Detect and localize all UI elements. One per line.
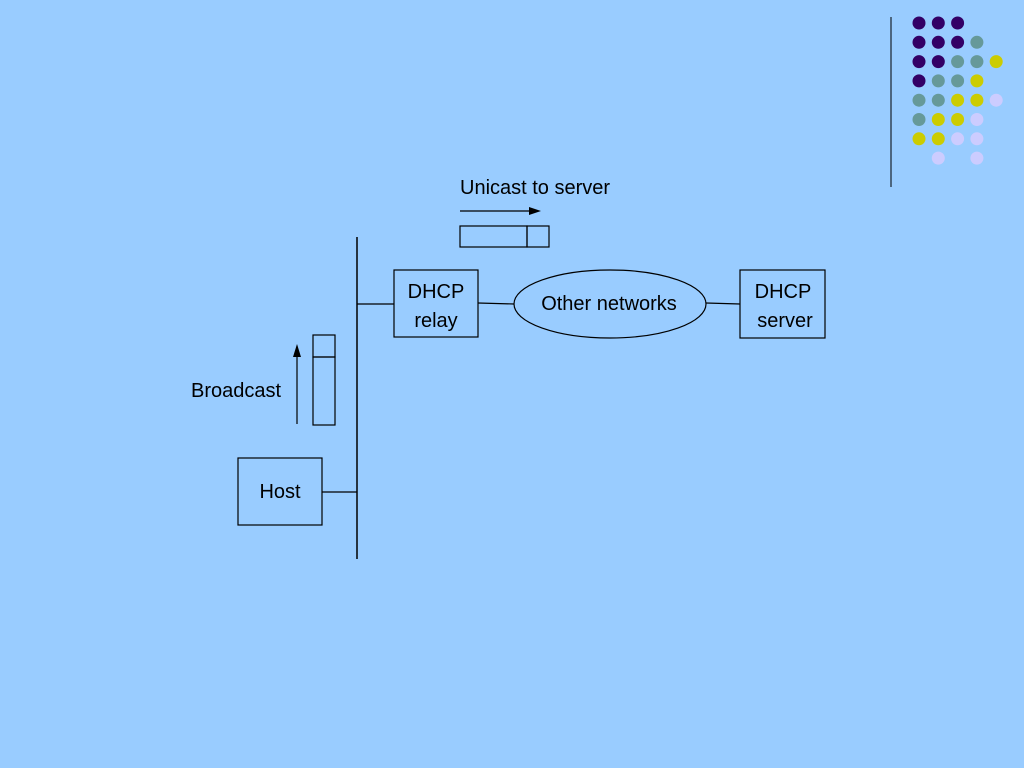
relay-to-networks-link [477, 302, 515, 305]
other-networks-ellipse [513, 269, 707, 339]
dhcp-server-label-line2: server [757, 310, 813, 332]
unicast-label: Unicast to server [460, 177, 610, 199]
decorative-dot [951, 74, 965, 88]
decorative-dot [912, 132, 926, 146]
decorative-dot [912, 113, 926, 126]
decorative-dot [970, 74, 984, 88]
unicast-packet-header [526, 225, 550, 248]
decorative-dot [951, 16, 965, 30]
host-label: Host [259, 481, 301, 503]
decorative-dot [931, 35, 945, 49]
decorative-dot [970, 55, 984, 69]
decorative-dot [931, 93, 945, 107]
networks-to-server-link [705, 302, 741, 305]
unicast-packet-body [459, 225, 528, 248]
decorative-dot [951, 93, 965, 107]
decorative-dot [989, 55, 1003, 69]
broadcast-packet-body [312, 356, 336, 426]
decorative-dot [931, 113, 945, 126]
broadcast-packet-header [312, 334, 336, 358]
broadcast-arrow-head [293, 344, 301, 357]
dhcp-relay-label-line1: DHCP [408, 281, 465, 303]
decorative-dot [912, 93, 926, 107]
decorative-dot [970, 132, 984, 146]
decorative-dot [951, 55, 965, 69]
decorative-dot [931, 74, 945, 88]
decorative-dot-grid [912, 16, 1003, 165]
broadcast-label: Broadcast [191, 380, 281, 402]
decorative-dot [970, 93, 984, 107]
decorative-dot [970, 151, 984, 165]
other-networks-label: Other networks [541, 293, 677, 315]
decorative-dot [931, 151, 945, 165]
decorative-dot [970, 113, 984, 126]
decorative-dot [931, 16, 945, 30]
decorative-dot [931, 132, 945, 146]
dhcp-relay-label-line2: relay [414, 310, 457, 332]
decorative-dot [912, 35, 926, 49]
decorative-dot [989, 93, 1003, 107]
decorative-dot [970, 35, 984, 49]
decorative-dot [951, 132, 965, 146]
decorative-dot [931, 55, 945, 69]
decorative-dot [912, 55, 926, 69]
decorative-dot [951, 113, 965, 126]
dhcp-server-label-line1: DHCP [755, 281, 812, 303]
unicast-arrow-head [529, 207, 541, 215]
decorative-dot [951, 35, 965, 49]
decorative-dot [912, 74, 926, 88]
decorative-dot [912, 16, 926, 30]
dhcp-server-box [739, 269, 826, 339]
